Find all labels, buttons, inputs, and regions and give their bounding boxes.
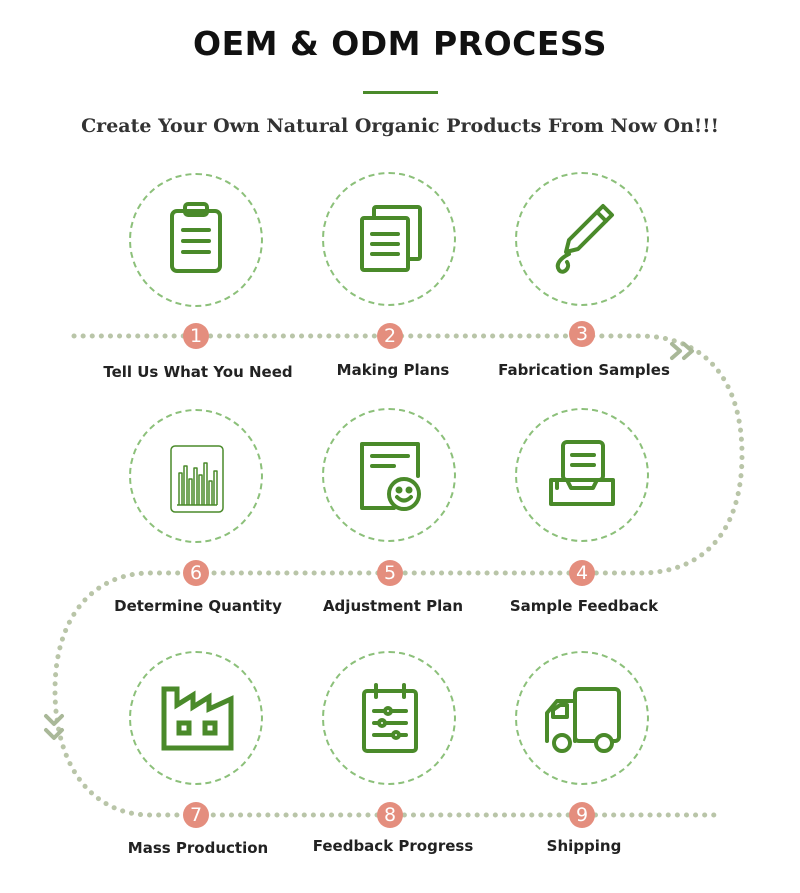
documents-icon (360, 205, 422, 272)
checklist-icon (362, 683, 418, 753)
inbox-tray-icon (549, 440, 615, 506)
step-3-badge: 3 (569, 321, 595, 347)
step-1-label: Tell Us What You Need (103, 363, 293, 381)
step-4-circle (515, 408, 649, 542)
page-subtitle: Create Your Own Natural Organic Products… (81, 115, 719, 137)
step-5-circle (322, 408, 456, 542)
chevron-right-icon (670, 342, 694, 360)
pen-icon (555, 204, 614, 274)
step-7-badge: 7 (183, 802, 209, 828)
step-8-circle (322, 651, 456, 785)
step-5-label: Adjustment Plan (322, 597, 464, 615)
step-2-label: Making Plans (336, 361, 450, 379)
step-9-badge: 9 (569, 802, 595, 828)
step-6-label: Determine Quantity (114, 597, 282, 615)
step-7-label: Mass Production (127, 839, 269, 857)
step-3-circle (515, 172, 649, 306)
step-2-circle (322, 172, 456, 306)
truck-icon (545, 687, 621, 753)
step-7-circle (129, 651, 263, 785)
page-title: OEM & ODM PROCESS (193, 24, 607, 63)
step-1-badge: 1 (183, 323, 209, 349)
step-6-circle (129, 409, 263, 543)
title-underline (363, 91, 438, 94)
step-9-circle (515, 651, 649, 785)
clipboard-icon (170, 202, 222, 273)
step-4-badge: 4 (569, 560, 595, 586)
chevron-down-icon (44, 714, 64, 740)
step-1-circle (129, 173, 263, 307)
step-8-label: Feedback Progress (312, 837, 474, 855)
smiley-document-icon (360, 442, 421, 511)
bar-chart-icon (170, 445, 224, 513)
step-3-label: Fabrication Samples (498, 361, 670, 379)
step-9-label: Shipping (546, 837, 622, 855)
step-5-badge: 5 (377, 560, 403, 586)
step-4-label: Sample Feedback (509, 597, 659, 615)
step-6-badge: 6 (183, 560, 209, 586)
step-2-badge: 2 (377, 323, 403, 349)
step-8-badge: 8 (377, 802, 403, 828)
factory-icon (161, 686, 234, 751)
